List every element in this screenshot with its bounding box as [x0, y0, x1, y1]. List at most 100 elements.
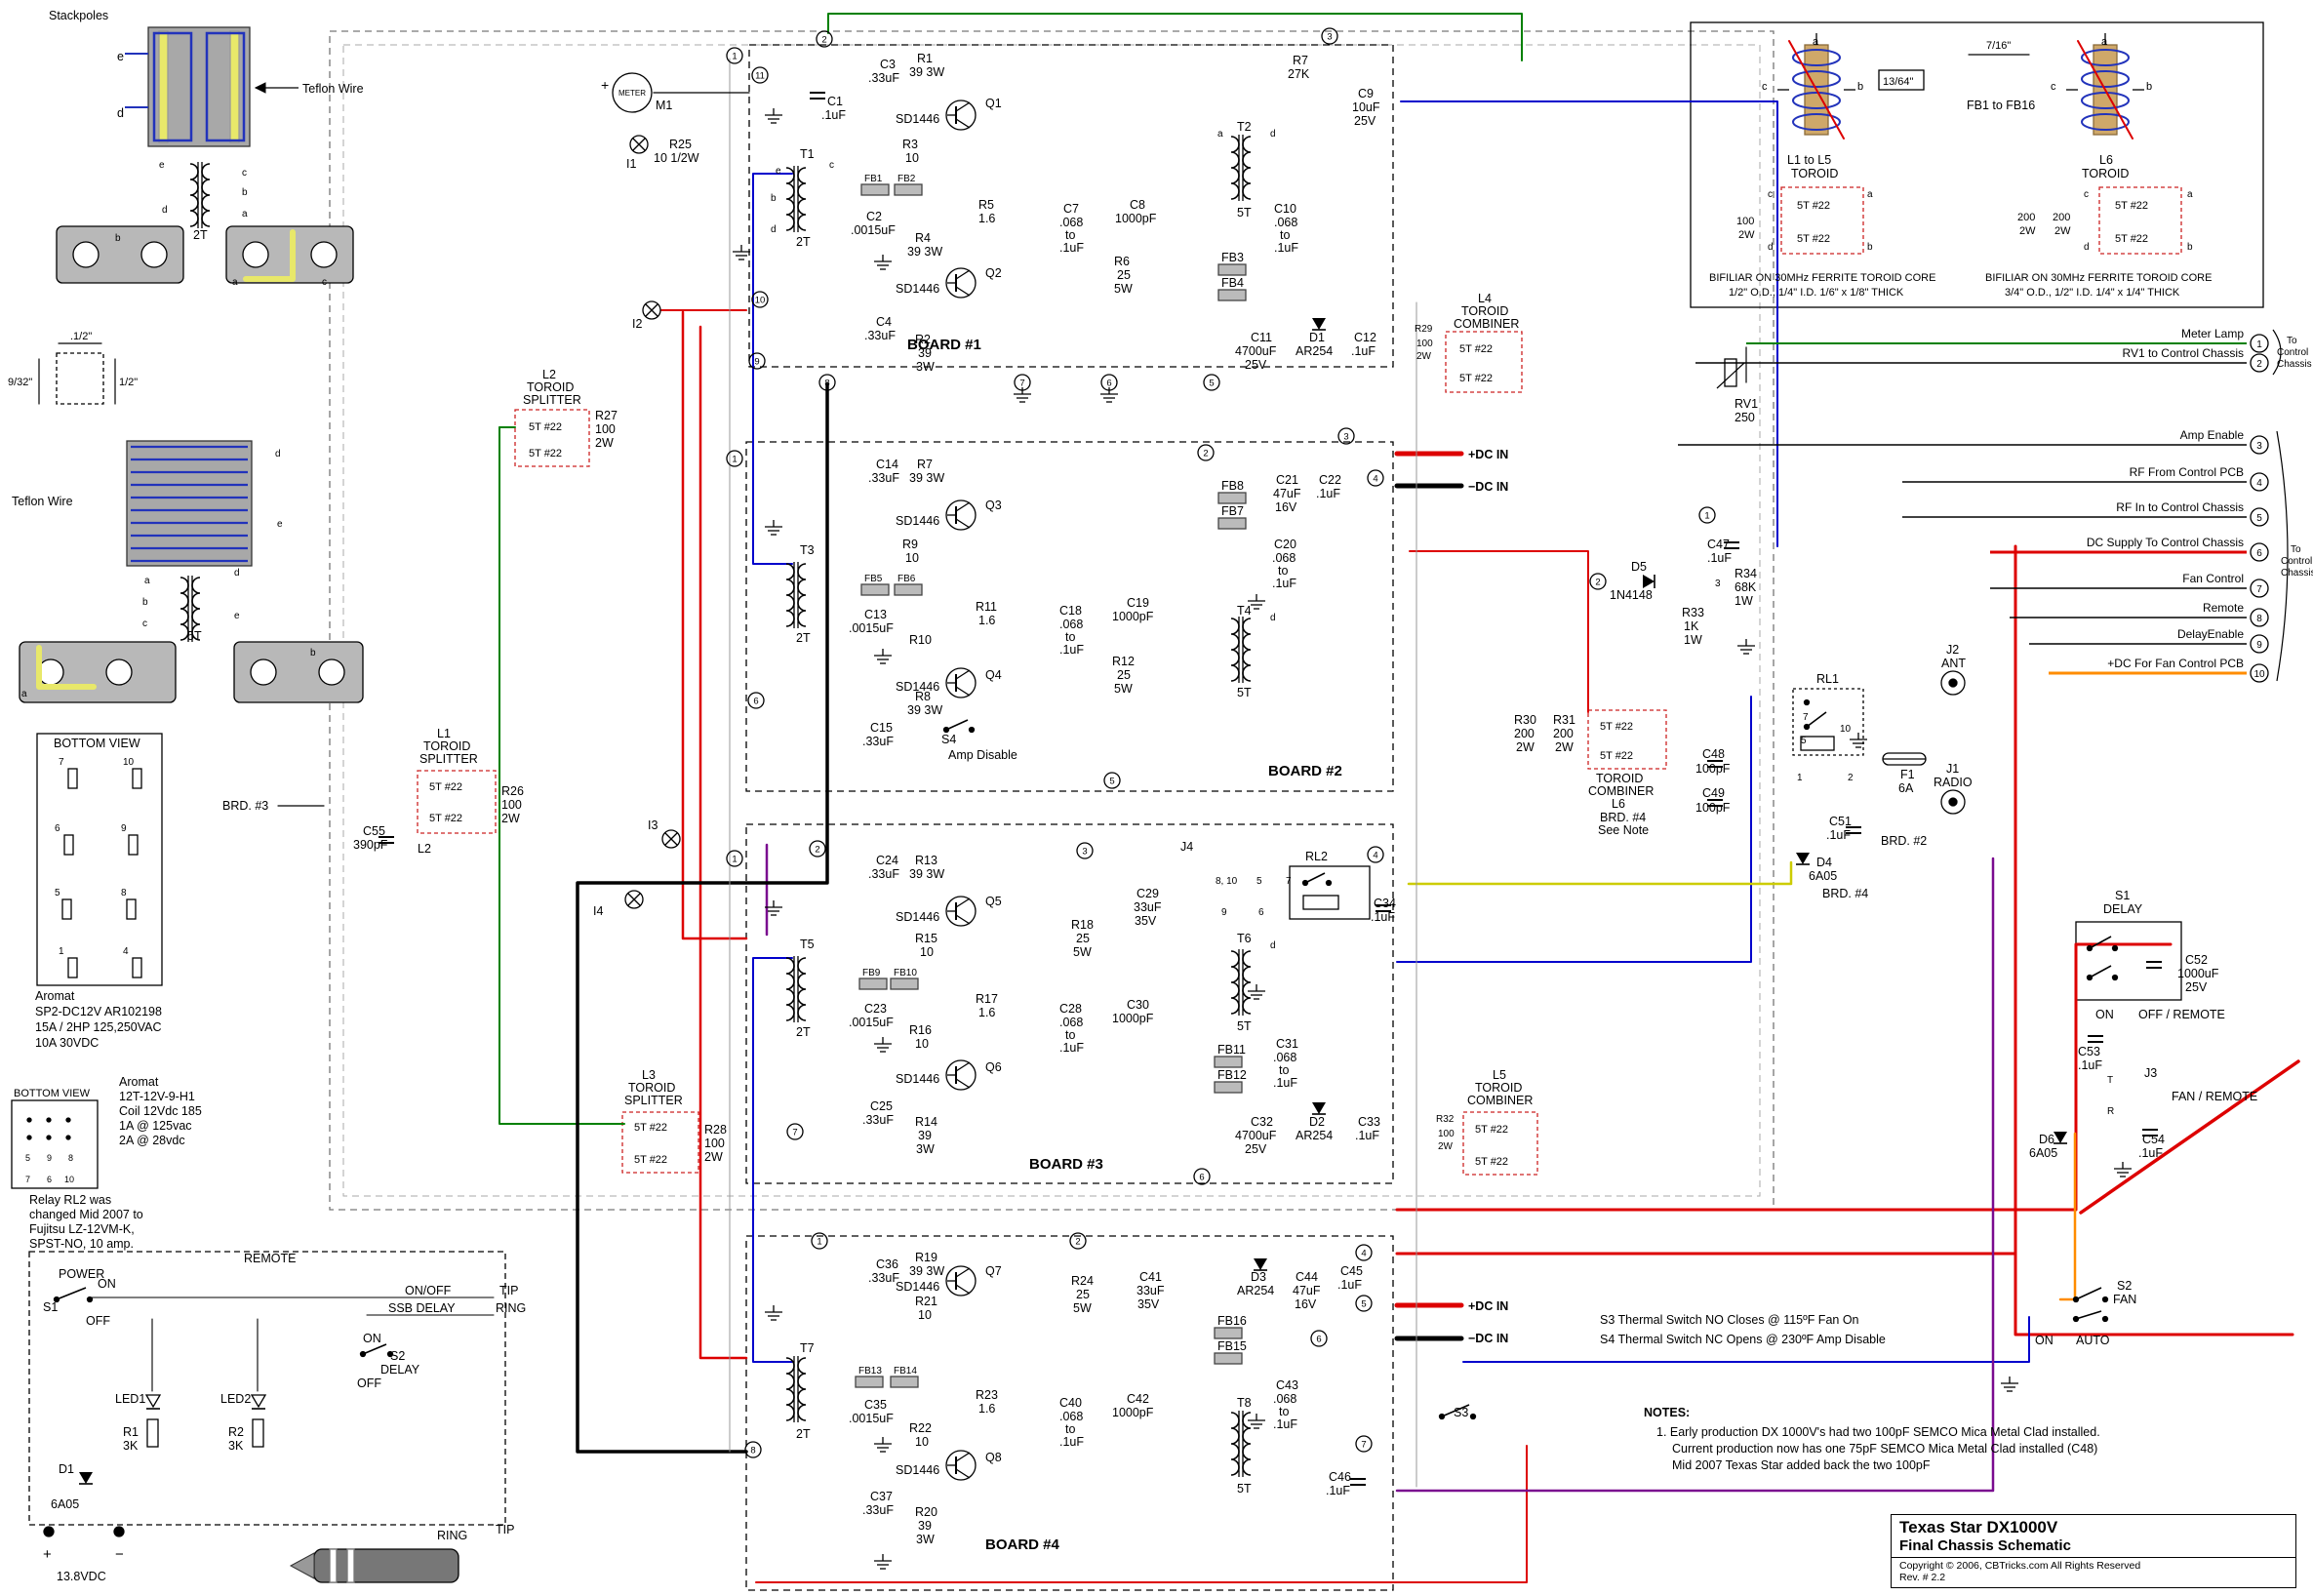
- component-label: R18: [1071, 918, 1094, 932]
- box: [132, 768, 142, 789]
- component-label: .0015uF: [849, 621, 894, 635]
- component-label: 47uF: [1293, 1284, 1321, 1297]
- pin-number: 7: [792, 1128, 797, 1138]
- component-label: C51: [1829, 815, 1852, 828]
- component-label: 10: [1840, 724, 1852, 735]
- component-label: 5T: [1237, 206, 1252, 219]
- component-label: 2T: [796, 1427, 811, 1441]
- component-label: FB13: [858, 1366, 882, 1377]
- component-label: 39 3W: [909, 1264, 944, 1278]
- component-label: 9: [1221, 907, 1227, 918]
- schematic-subtitle: Final Chassis Schematic: [1899, 1537, 2071, 1554]
- component-label: 2W: [1555, 740, 1574, 754]
- component-label: to: [1280, 228, 1290, 242]
- component-label: .33uF: [868, 867, 899, 881]
- component-label: 33uF: [1134, 900, 1162, 914]
- wire: [2089, 965, 2112, 978]
- resistor-symbol: [146, 1418, 159, 1448]
- component-label: 6A: [1898, 781, 1914, 795]
- connector-number: 1: [2256, 339, 2262, 350]
- component-label: .1uF: [1351, 344, 1376, 358]
- component-label: R8: [915, 690, 931, 703]
- component-label: R27: [595, 409, 618, 422]
- component-label: SPST-NO, 10 amp.: [29, 1237, 134, 1251]
- transistor-symbol: [945, 1265, 977, 1297]
- box: [748, 44, 1394, 368]
- component-label: 5T: [1237, 1019, 1252, 1033]
- wire: [955, 286, 971, 297]
- component-label: 8, 10: [1216, 876, 1238, 887]
- component-label: SD1446: [896, 1280, 939, 1294]
- component-label: C15: [870, 721, 893, 735]
- component-label: a: [1867, 189, 1873, 200]
- pin-circle: [1355, 1244, 1373, 1261]
- component-label: 2W: [1516, 740, 1535, 754]
- component-label: BIFILIAR ON 30MHz FERRITE TOROID CORE: [1985, 272, 2212, 284]
- pin-number: 5: [1361, 1299, 1366, 1310]
- component-label: 6: [47, 1175, 52, 1184]
- component-label: RV1: [1735, 397, 1758, 411]
- component-label: .068: [1274, 216, 1297, 229]
- wire: [2075, 1287, 2102, 1300]
- connection-label: +DC For Fan Control PCB: [2107, 657, 2244, 670]
- component-label: TOROID: [2082, 167, 2129, 180]
- pin-number: 6: [1316, 1335, 1321, 1345]
- component-label: a: [21, 689, 27, 699]
- component-label: 3K: [228, 1439, 244, 1453]
- component-label: 6A05: [51, 1497, 79, 1511]
- component-label: C41: [1139, 1270, 1162, 1284]
- component-label: .0015uF: [851, 223, 896, 237]
- wire: [1462, 1316, 2030, 1363]
- component-label: SPLITTER: [419, 752, 478, 766]
- connection-label: RF In to Control Chassis: [2116, 500, 2244, 514]
- component-label: 100: [704, 1137, 725, 1150]
- component-label: 5T #22: [2115, 233, 2148, 245]
- component-label: 25V: [2185, 980, 2208, 994]
- component-label: b: [771, 193, 777, 204]
- component-label: 39 3W: [909, 65, 944, 79]
- component-label: 7: [25, 1175, 30, 1184]
- component-label: .068: [1059, 1016, 1083, 1029]
- transistor-symbol: [945, 896, 977, 927]
- component-label: SSB DELAY: [388, 1301, 456, 1315]
- component-label: T8: [1237, 1396, 1252, 1410]
- component-label: FB16: [1217, 1314, 1247, 1328]
- wire: [243, 229, 296, 282]
- title-block-divider: [1892, 1557, 2295, 1558]
- component-label: R21: [915, 1295, 937, 1308]
- pin-number: 4: [1373, 851, 1377, 861]
- component-label: 8: [68, 1153, 73, 1163]
- component-label: Q5: [985, 895, 1002, 908]
- component-label: NOTES:: [1644, 1406, 1690, 1419]
- component-label: b: [2146, 81, 2152, 93]
- component-label: 10: [905, 551, 919, 565]
- component-label: 1000pF: [1115, 212, 1157, 225]
- component-label: TOROID: [527, 380, 574, 394]
- component-label: 2W: [2054, 225, 2071, 237]
- component-label: C25: [870, 1099, 893, 1113]
- connector-number: 4: [2256, 478, 2262, 489]
- wire: [955, 1284, 971, 1295]
- component-label: 10: [905, 151, 919, 165]
- box: [1690, 21, 2264, 308]
- component-label: 25: [1076, 932, 1090, 945]
- component-label: 2T: [796, 235, 811, 249]
- box: [56, 352, 104, 405]
- component-label: 5T #22: [2115, 200, 2148, 212]
- resistor-symbol: [252, 1418, 264, 1448]
- wire: [632, 138, 646, 151]
- component-label: 16V: [1295, 1297, 1317, 1311]
- component-label: 5T #22: [1797, 233, 1830, 245]
- connector-number: 10: [2253, 669, 2265, 680]
- component-label: FB9: [862, 968, 881, 978]
- component-label: FAN / REMOTE: [2172, 1090, 2257, 1103]
- component-label: 5W: [1073, 945, 1092, 959]
- component-label: FB8: [1221, 479, 1244, 493]
- box: [11, 1099, 99, 1189]
- component-label: .33uF: [868, 471, 899, 485]
- component-label: M1: [656, 99, 672, 112]
- pin-circle: [1355, 1435, 1373, 1453]
- component-label: 5T: [1237, 1482, 1252, 1496]
- component-label: to: [1065, 228, 1075, 242]
- component-label: ON: [98, 1277, 116, 1291]
